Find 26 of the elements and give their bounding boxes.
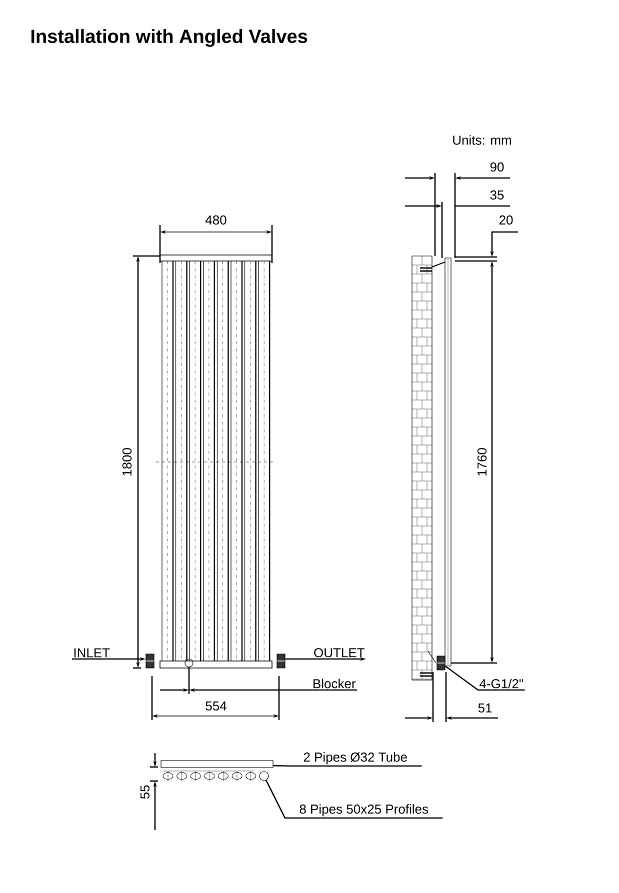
tube-section <box>160 760 274 768</box>
dimension-value: 90 <box>490 162 504 172</box>
leader-line <box>266 780 443 819</box>
callout-text: 4-G1/2" <box>480 678 523 688</box>
dimension-value: 51 <box>478 703 492 713</box>
callout-text: 2 Pipes Ø32 Tube <box>304 752 407 764</box>
dimension-value: 480 <box>205 215 226 225</box>
dimension-value: 554 <box>206 701 226 711</box>
valve-symbol <box>146 654 154 668</box>
callout-text: OUTLET <box>314 648 364 658</box>
valve-symbol <box>436 656 446 670</box>
dimension-value: 1760 <box>477 448 487 476</box>
dimension-value: 1800 <box>122 448 132 476</box>
dimension-value: 20 <box>499 215 513 225</box>
callout-text: INLET <box>74 648 110 658</box>
dimension-value: 35 <box>490 190 504 200</box>
leader-line <box>444 666 525 691</box>
pipe-section <box>259 771 269 781</box>
callout-text: 8 Pipes 50x25 Profiles <box>300 804 428 816</box>
title: Installation with Angled Valves <box>31 29 308 47</box>
blocker-symbol <box>184 658 194 668</box>
dimension-value: 55 <box>140 785 150 799</box>
valve-symbol <box>276 654 286 668</box>
units-note: Units: mm <box>453 135 511 145</box>
leader-line <box>273 764 422 767</box>
callout-text: Blocker <box>314 678 356 688</box>
